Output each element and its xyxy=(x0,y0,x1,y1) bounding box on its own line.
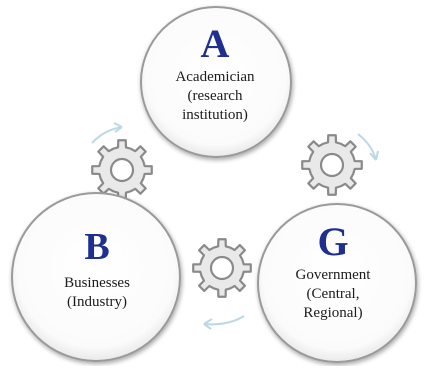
node-letter-b: B xyxy=(84,226,110,268)
node-g-line-2: (Central, xyxy=(306,286,360,302)
circle-g xyxy=(257,203,417,363)
node-g-line-1: Government xyxy=(295,267,371,283)
node-a-line-1: Academician xyxy=(175,69,255,85)
arrow-icon xyxy=(203,315,245,330)
gear-hole xyxy=(319,152,345,178)
gear-hole xyxy=(209,255,235,281)
node-businesses: B Businesses (Industry) xyxy=(22,228,172,312)
node-letter-g: G xyxy=(317,219,349,264)
node-b-line-2: (Industry) xyxy=(67,294,127,310)
circle-a xyxy=(140,6,292,158)
node-government: G Government (Central, Regional) xyxy=(258,222,408,323)
arrow-icon xyxy=(357,133,379,161)
circle-b xyxy=(11,192,181,362)
node-letter-a: A xyxy=(200,21,230,66)
node-g-line-3: Regional) xyxy=(303,305,363,321)
node-b-line-1: Businesses xyxy=(64,275,130,291)
gear-icon xyxy=(91,139,153,201)
arrow-icon xyxy=(91,122,123,144)
gear-icon xyxy=(192,238,252,298)
node-a-line-2: (research xyxy=(187,88,243,104)
node-a-line-3: institution) xyxy=(182,107,248,123)
node-academician: A Academician (research institution) xyxy=(155,24,275,125)
gear-hole xyxy=(109,157,135,183)
gear-icon xyxy=(301,134,363,196)
